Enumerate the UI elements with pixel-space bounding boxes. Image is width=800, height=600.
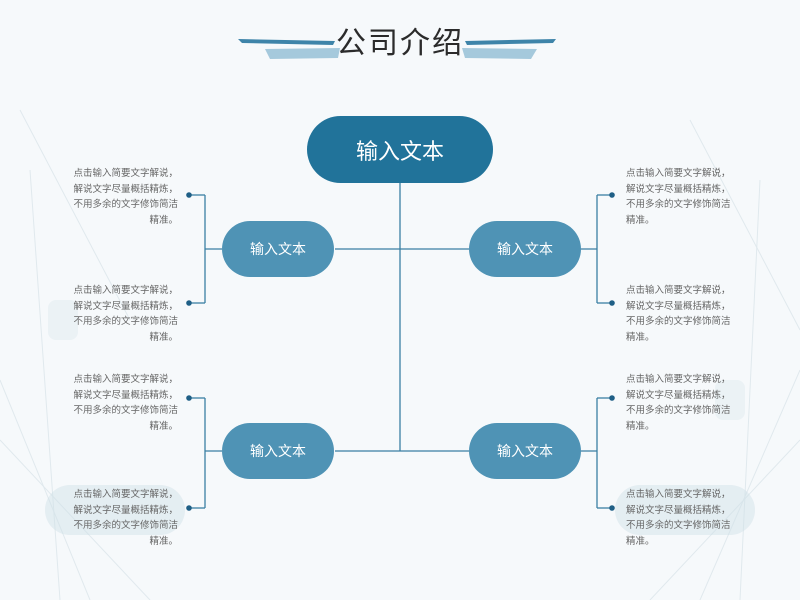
- dot: [186, 395, 192, 401]
- note-top-left-2[interactable]: 点击输入简要文字解说，解说文字尽量概括精炼，不用多余的文字修饰简洁精准。: [73, 285, 178, 343]
- note-bottom-right-2[interactable]: 点击输入简要文字解说，解说文字尽量概括精炼，不用多余的文字修饰简洁精准。: [626, 489, 731, 547]
- dot: [186, 505, 192, 511]
- branch-node-top-left[interactable]: 输入文本: [222, 221, 334, 277]
- dot: [609, 505, 615, 511]
- note-top-right-1[interactable]: 点击输入简要文字解说，解说文字尽量概括精炼，不用多余的文字修饰简洁精准。: [626, 168, 731, 226]
- note-top-left-1[interactable]: 点击输入简要文字解说，解说文字尽量概括精炼，不用多余的文字修饰简洁精准。: [73, 168, 178, 226]
- background-blobs: [45, 300, 755, 535]
- center-node[interactable]: 输入文本: [307, 116, 493, 183]
- note-bottom-left-2[interactable]: 点击输入简要文字解说，解说文字尽量概括精炼，不用多余的文字修饰简洁精准。: [73, 489, 178, 547]
- branch-node-bottom-right[interactable]: 输入文本: [469, 423, 581, 479]
- dot: [186, 192, 192, 198]
- connector-lines: [190, 183, 612, 509]
- branch-node-top-right[interactable]: 输入文本: [469, 221, 581, 277]
- title-decoration-left: [238, 39, 340, 59]
- connector-dots: [186, 192, 615, 511]
- note-bottom-left-1[interactable]: 点击输入简要文字解说，解说文字尽量概括精炼，不用多余的文字修饰简洁精准。: [73, 374, 178, 432]
- dot: [609, 192, 615, 198]
- branch-node-bottom-left[interactable]: 输入文本: [222, 423, 334, 479]
- dot: [609, 395, 615, 401]
- dot: [609, 300, 615, 306]
- title-decoration-right: [462, 39, 556, 59]
- note-bottom-right-1[interactable]: 点击输入简要文字解说，解说文字尽量概括精炼，不用多余的文字修饰简洁精准。: [626, 374, 731, 432]
- background-decoration: [0, 109, 800, 600]
- note-top-right-2[interactable]: 点击输入简要文字解说，解说文字尽量概括精炼，不用多余的文字修饰简洁精准。: [626, 285, 731, 343]
- dot: [186, 300, 192, 306]
- page-title: 公司介绍: [336, 26, 464, 61]
